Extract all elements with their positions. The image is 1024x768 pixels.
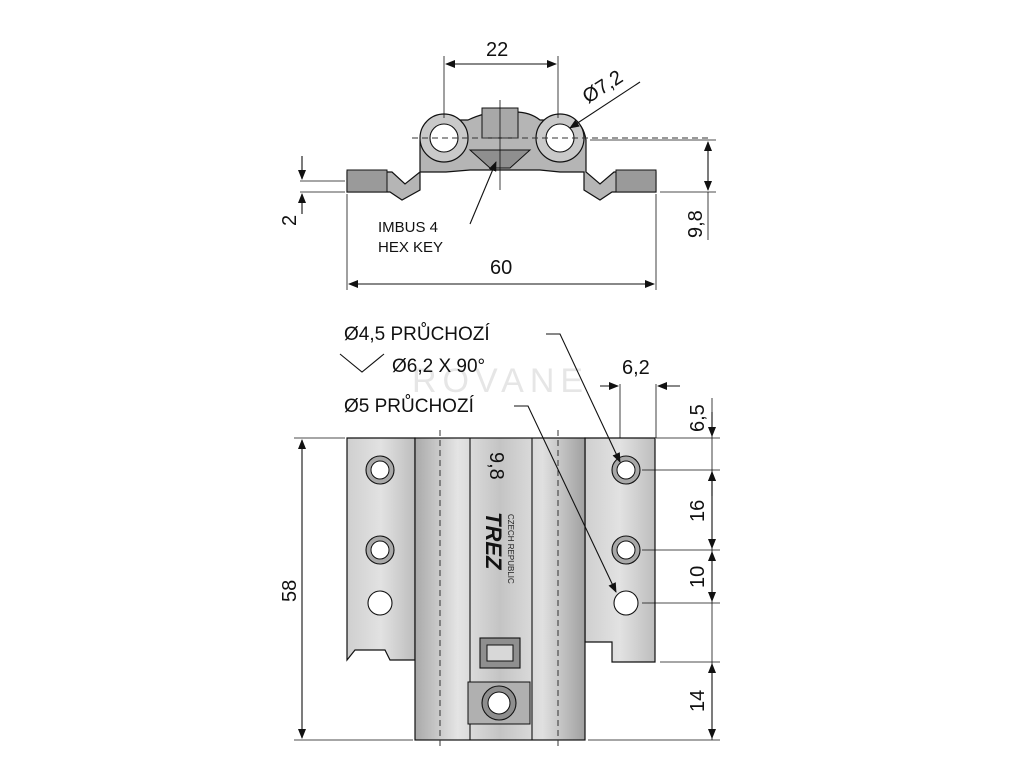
dim-thickness: 2	[279, 215, 301, 226]
logo-text: TREZ	[481, 512, 506, 571]
dim-overall-width: 60	[490, 257, 512, 279]
top-view: 22 Ø7,2 2 9,8 60 IMBUS 4 HEX KEY	[279, 39, 716, 290]
dim-14: 14	[687, 690, 709, 712]
dim-height: 9,8	[685, 210, 707, 238]
note-imbus: IMBUS 4	[378, 219, 438, 236]
right-hole-middle	[611, 535, 641, 565]
watermark: ROVANE	[412, 362, 589, 400]
right-flange	[615, 169, 657, 193]
dim-6-2: 6,2	[622, 357, 650, 379]
left-flange	[346, 169, 388, 193]
dim-10: 10	[687, 566, 709, 588]
left-hole-middle	[365, 535, 395, 565]
center-bottom-hole	[467, 681, 531, 725]
left-hole-bottom	[367, 590, 393, 616]
right-hole-top	[611, 455, 641, 485]
right-hole-bottom	[613, 590, 639, 616]
dim-16: 16	[687, 500, 709, 522]
dim-6-5: 6,5	[687, 404, 709, 432]
dim-58: 58	[279, 580, 301, 602]
dim-22: 22	[486, 39, 508, 61]
countersink-symbol	[339, 353, 385, 373]
callout-through-4-5: Ø4,5 PRŮCHOZÍ	[344, 323, 490, 345]
logo-subtext: CZECH REPUBLIC	[506, 514, 515, 584]
center-slot	[479, 637, 521, 669]
right-knuckle-bore	[545, 123, 575, 153]
left-hole-top	[365, 455, 395, 485]
callout-through-5: Ø5 PRŮCHOZÍ	[344, 395, 475, 417]
front-view: 9,8 TREZ CZECH REPUBLIC Ø4,5 PRŮCHOZÍ Ø6…	[279, 323, 720, 748]
dim-hole-diameter: Ø7,2	[579, 66, 627, 108]
part-marking: 9,8	[485, 452, 507, 480]
callout-countersink: Ø6,2 X 90°	[392, 356, 485, 377]
note-hex-key: HEX KEY	[378, 239, 443, 256]
